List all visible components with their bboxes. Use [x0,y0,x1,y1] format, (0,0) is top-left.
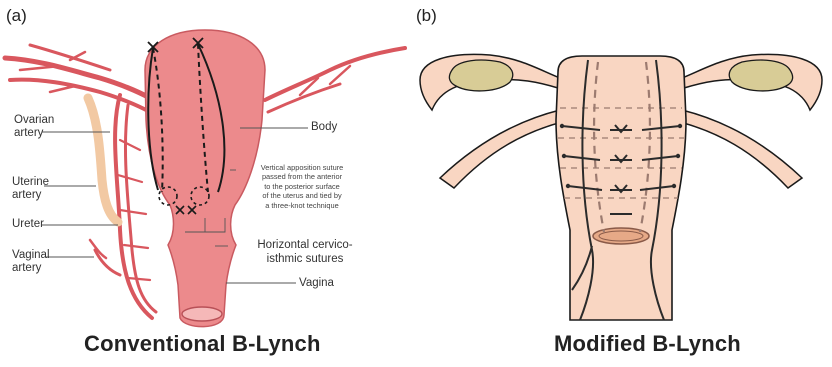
vertical-suture-note: Vertical apposition suture passed from t… [240,163,364,210]
modified-b-lynch-illustration [410,0,832,367]
ovarian-artery-label: Ovarian artery [14,114,54,140]
ureter-label: Ureter [12,218,44,231]
panel-b-caption: Modified B-Lynch [554,331,741,357]
panel-conventional-b-lynch: (a) [0,0,410,367]
panel-modified-b-lynch: (b) [410,0,832,367]
vaginal-artery-label: Vaginal artery [12,249,50,275]
ovary-left [449,60,512,91]
body-label: Body [311,121,337,134]
ovary-right [729,60,792,91]
uterus-shape-b [556,56,686,320]
vagina-label: Vagina [299,277,334,290]
uterine-artery-label: Uterine artery [12,176,49,202]
panel-a-caption: Conventional B-Lynch [84,331,321,357]
horizontal-sutures-label: Horizontal cervico- isthmic sutures [230,238,380,266]
ureter-shape [88,98,118,222]
